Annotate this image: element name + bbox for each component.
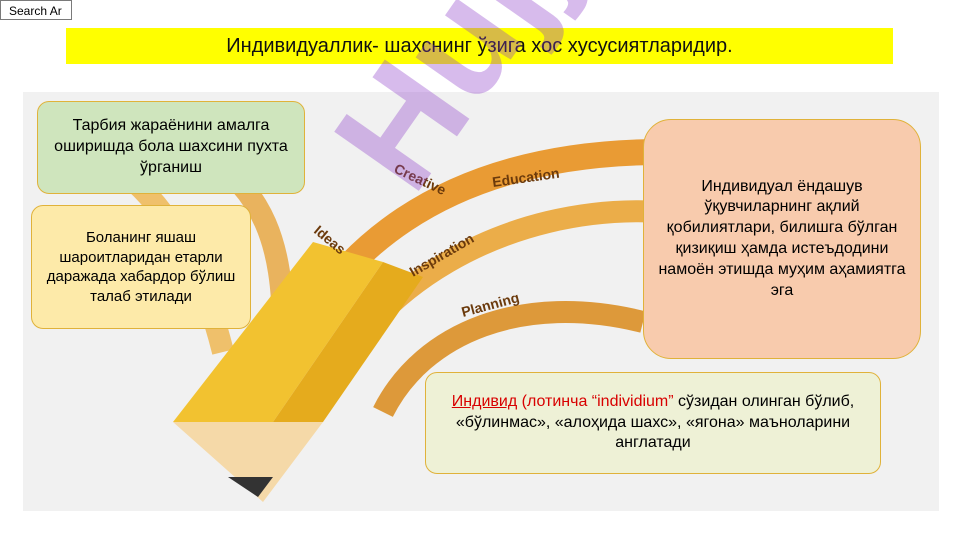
info-box-text: Боланинг яшаш шароитларидан етарли дараж… bbox=[46, 229, 236, 305]
info-box-text: Индивид (лотинча “individium” сўзидан ол… bbox=[434, 392, 872, 454]
search-input[interactable]: Search Ar bbox=[0, 0, 72, 20]
info-box-individ-definition: Индивид (лотинча “individium” сўзидан ол… bbox=[425, 372, 881, 474]
arrow-word: Creative bbox=[392, 160, 449, 198]
info-box-upbringing: Тарбия жараёнини амалга оширишда бола ша… bbox=[37, 101, 305, 194]
term-latin: (лотинча “individium” bbox=[517, 392, 674, 410]
info-box-text: Тарбия жараёнини амалга оширишда бола ша… bbox=[54, 117, 288, 176]
info-box-text: Индивидуал ёндашув ўқувчиларнинг ақлий қ… bbox=[658, 177, 906, 299]
page-title: Индивидуаллик- шахснинг ўзига хос хусуси… bbox=[66, 28, 893, 64]
info-box-living-conditions: Боланинг яшаш шароитларидан етарли дараж… bbox=[31, 205, 251, 329]
definition-rest: сўзидан олинган бўлиб, «бўлинмас», «алоҳ… bbox=[455, 392, 855, 452]
pencil-arrows-illustration: Creative Education Ideas Inspiration Pla… bbox=[116, 139, 664, 502]
term-individ: Индивид bbox=[451, 392, 518, 410]
info-box-individual-approach: Индивидуал ёндашув ўқувчиларнинг ақлий қ… bbox=[643, 119, 921, 359]
